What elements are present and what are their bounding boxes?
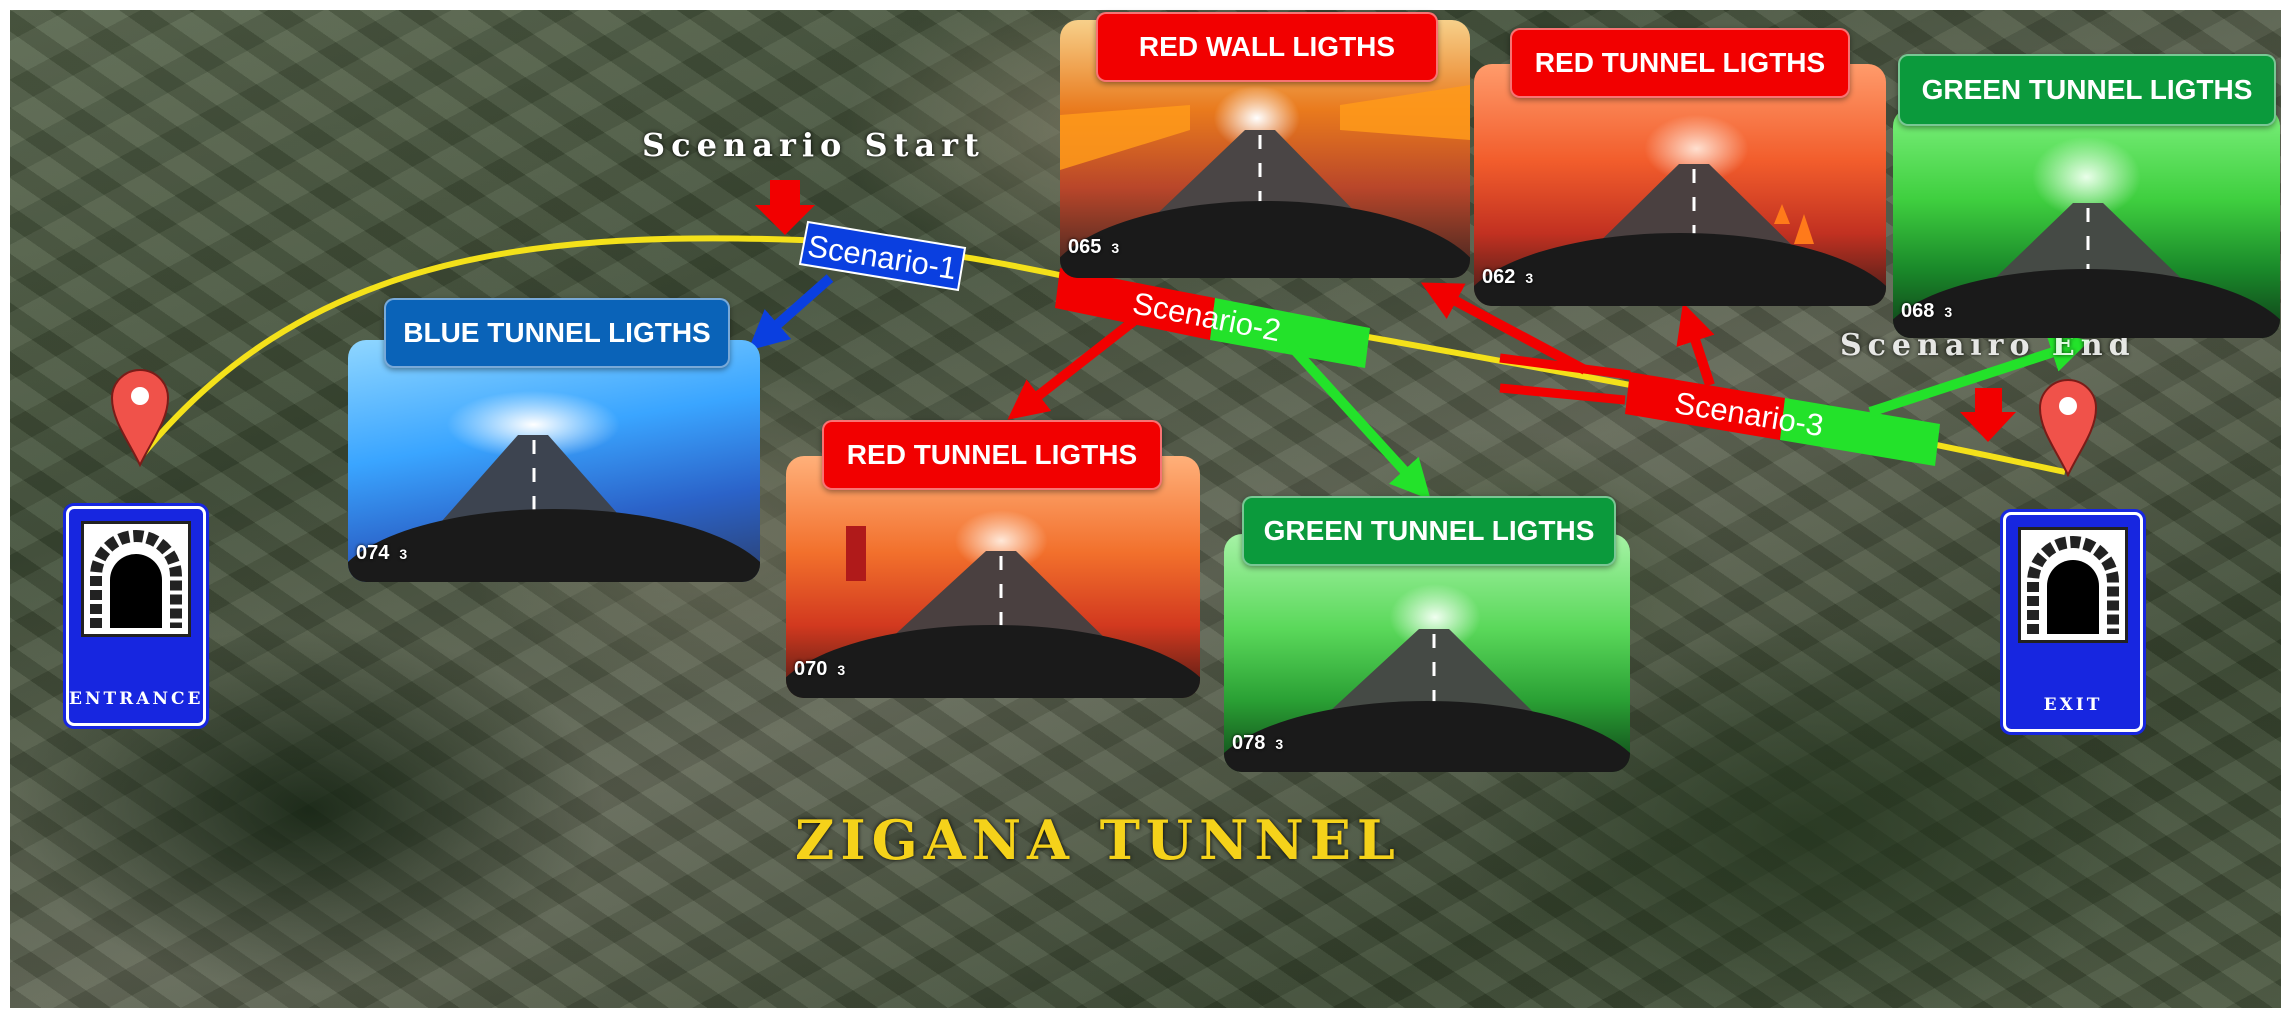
scenario-3-red-line-1: [1499, 353, 1631, 380]
green-tunnel-top-speed: 068: [1901, 300, 1935, 322]
red-tunnel-mid-speed: 070: [794, 658, 828, 680]
exit-location-pin-icon: [2038, 379, 2098, 478]
entrance-location-pin-icon: [110, 369, 170, 468]
scenario-start-label: Scenario Start: [642, 126, 985, 164]
red-tunnel-mid-image: 070 3: [786, 456, 1200, 698]
tunnel-icon: [81, 521, 191, 637]
red-tunnel-mid-lights-label: RED TUNNEL LIGTHS: [822, 420, 1162, 490]
green-tunnel-top-gear: 3: [1944, 304, 1953, 320]
blue-speed: 074: [356, 542, 390, 564]
arrow-scenario-3-to-red-top: [1420, 282, 1588, 375]
green-tunnel-mid-lights-label: GREEN TUNNEL LIGTHS: [1242, 496, 1616, 566]
scenario-end-down-arrow: [1960, 388, 2016, 442]
green-tunnel-mid-image: 078 3: [1224, 534, 1630, 772]
red-wall-gear: 3: [1111, 240, 1120, 256]
scenario-2-green-bar: [1210, 298, 1370, 368]
red-wall-lights-label: RED WALL LIGTHS: [1096, 12, 1438, 82]
green-tunnel-top-lights-label: GREEN TUNNEL LIGTHS: [1898, 54, 2276, 126]
arrow-scenario-2-to-red-tunnel: [1007, 316, 1139, 420]
arrow-scenario-3-to-green-top: [1868, 333, 2091, 417]
blue-tunnel-image: 074 3: [348, 340, 760, 582]
scenario-2-red-bar: [1055, 268, 1215, 340]
scenario-3-green-bar: [1780, 398, 1940, 466]
arrow-scenario-2-to-red-wall: [1082, 286, 1103, 304]
scenario-3-red-line-2: [1499, 383, 1626, 405]
scenario-3-red-bar: [1625, 372, 1785, 440]
red-tunnel-top-lights-label: RED TUNNEL LIGTHS: [1510, 28, 1850, 98]
blue-gear: 3: [399, 546, 408, 562]
blue-tunnel-lights-label: BLUE TUNNEL LIGTHS: [384, 298, 730, 368]
scenario-start-down-arrow: [755, 180, 815, 235]
green-tunnel-mid-gear: 3: [1275, 736, 1284, 752]
scenario-1-blue-bar: [798, 220, 967, 292]
exit-sign: EXIT: [2003, 512, 2143, 732]
red-tunnel-top-speed: 062: [1482, 266, 1516, 288]
green-tunnel-mid-speed: 078: [1232, 732, 1266, 754]
red-tunnel-top-image: 062 3: [1474, 64, 1886, 306]
entrance-sign-label: ENTRANCE: [69, 689, 204, 709]
exit-sign-label: EXIT: [2043, 695, 2103, 715]
red-wall-speed: 065: [1068, 236, 1102, 258]
entrance-sign: ENTRANCE: [66, 506, 206, 726]
red-tunnel-mid-gear: 3: [837, 662, 846, 678]
green-tunnel-top-image: 068 3: [1893, 108, 2280, 338]
arrow-scenario-2-to-green-tunnel: [1286, 341, 1431, 500]
arrow-scenario-1-to-blue: [748, 274, 834, 351]
arrow-scenario-3-up: [1676, 302, 1715, 387]
zigana-tunnel-title: ZIGANA TUNNEL: [795, 808, 1401, 872]
red-tunnel-top-gear: 3: [1525, 270, 1534, 286]
tunnel-icon: [2018, 527, 2128, 643]
